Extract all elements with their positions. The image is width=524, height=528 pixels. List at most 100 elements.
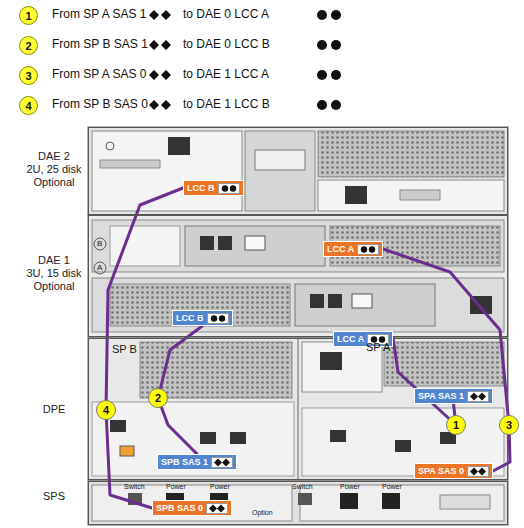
dpe-chassis [230,432,246,444]
port-symbol [361,246,367,252]
port-symbol [229,185,235,191]
dpe-chassis [88,338,508,480]
port-symbol [217,504,225,512]
dae1-chassis [310,294,324,308]
port-symbol [207,503,228,513]
part-name: SP B [112,343,137,356]
callout-number: 2 [25,40,31,52]
callout-number: 1 [25,10,31,22]
port-symbol [357,244,379,255]
dae1-chassis [94,238,106,250]
port-symbol [222,458,230,466]
sps-chassis [92,485,292,521]
sps-chassis [440,495,490,509]
dae1-chassis [88,215,508,337]
port-symbol [468,391,489,401]
dae1-chassis [352,294,372,308]
enclosure-heading: DAE 22U, 25 disk Optional [23,150,85,189]
port-symbol [478,392,486,400]
enclosure-heading: DPE [23,403,85,416]
sas-cable [393,339,456,425]
legend-text: From SP A SAS 0 [52,68,147,82]
enclosure-heading: SPS [23,490,85,503]
port-symbol [210,315,216,321]
port-label: LCC B [183,180,244,196]
dae2-chassis [318,180,504,211]
legend-symbols [331,10,341,20]
callout-number: 3 [25,70,31,82]
legend-symbols [149,100,159,110]
callout-number: 2 [148,388,168,408]
sps-chassis [298,493,312,505]
dae2-chassis [255,150,305,170]
port-symbol [467,391,489,402]
callout-number: 2 [19,36,38,55]
dae2-chassis [92,131,242,211]
legend-symbols [161,70,171,80]
legend-symbols [149,70,159,80]
panel-text: Power [210,483,230,491]
legend-symbols [317,100,327,110]
enclosure-name: DAE 2 [23,150,85,163]
dae1-chassis [328,294,342,308]
port-label: SPB SAS 0 [152,500,232,516]
port-label: SPA SAS 1 [414,388,493,404]
legend-text: to DAE 1 LCC B [183,98,270,112]
dae2-chassis [318,131,504,177]
dpe-chassis [395,440,411,452]
enclosure-spec: 2U, 25 disk Optional [23,163,85,189]
callout-number: 4 [19,96,38,115]
legend-symbols [149,40,159,50]
dpe-chassis [384,342,504,386]
enclosure-box: DAE 22U, 25 disk OptionalLCC B [88,127,508,215]
port-symbol [211,457,233,468]
port-name: LCC B [187,183,215,193]
sps-chassis [300,485,504,521]
port-name: SPA SAS 0 [418,466,464,476]
panel-text: Switch [124,483,145,491]
port-label: LCC B [172,310,233,326]
panel-text: Power [340,483,360,491]
port-symbol [470,392,478,400]
legend-symbols [317,10,327,20]
dpe-chassis [298,338,299,480]
port-symbol [209,504,217,512]
callout-number: 3 [19,66,38,85]
port-symbol [206,503,228,514]
dae1-chassis [88,215,508,337]
dpe-chassis [320,352,342,370]
port-name: SPA SAS 1 [418,391,464,401]
port-letter: A [97,263,102,272]
dae2-chassis [106,142,114,150]
legend-symbols [161,40,171,50]
dae1-chassis [185,226,325,266]
port-symbol [218,315,224,321]
port-symbol [207,313,228,323]
panel-text: Power [382,483,402,491]
panel-text: Power [166,483,186,491]
legend-text: From SP B SAS 0 [52,98,148,112]
port-symbol [470,467,478,475]
port-label: SPA SAS 0 [414,463,493,479]
sas-cable [383,249,510,471]
dae2-chassis [245,131,315,211]
legend-symbols [317,40,327,50]
part-name: SP A [366,341,390,354]
sps-chassis [382,493,400,509]
legend-symbols [149,10,159,20]
port-symbol [478,467,486,475]
dae1-chassis [245,236,265,250]
port-name: SPB SAS 0 [156,503,203,513]
dpe-chassis [302,408,504,476]
port-symbol [467,466,489,477]
dpe-chassis [88,338,508,480]
port-label: SPB SAS 1 [157,454,237,470]
enclosure-name: DPE [23,403,85,416]
enclosure-box: DAE 13U, 15 disk OptionalLCC ALCC B [88,215,508,337]
legend-symbols [149,10,341,110]
dae1-chassis [94,262,106,274]
port-symbol [218,183,239,193]
port-symbol [214,458,222,466]
dae2-chassis [400,190,440,200]
